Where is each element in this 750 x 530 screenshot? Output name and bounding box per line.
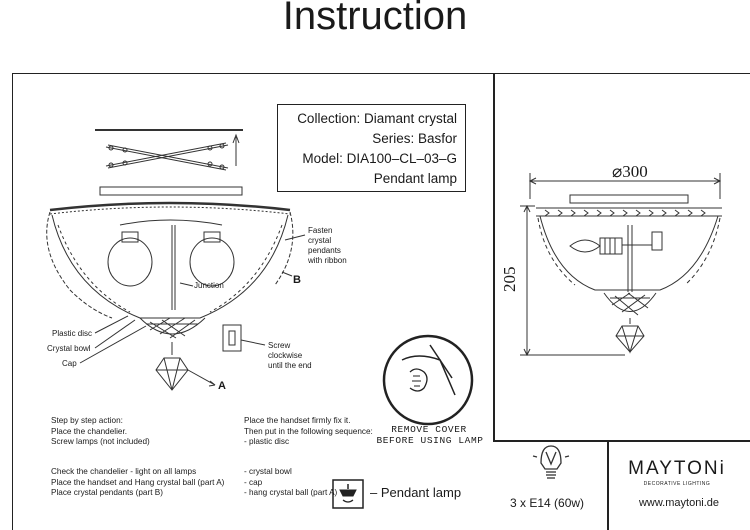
diameter-label: ⌀300 — [612, 162, 648, 181]
part-b-label: B — [293, 274, 301, 286]
height-label: 205 — [500, 266, 519, 293]
crystal-bowl-callout: Crystal bowl — [47, 344, 91, 353]
pendant-lamp-icon — [332, 479, 364, 509]
part-a-label: A — [218, 380, 226, 392]
product-info-box: Collection: Diamant crystal Series: Basf… — [277, 104, 466, 192]
document-frame — [12, 73, 750, 530]
page-title: Instruction — [282, 0, 468, 38]
divider-vertical — [493, 73, 495, 440]
cap-callout: Cap — [62, 359, 77, 368]
series-text: Series: Basfor — [372, 131, 457, 146]
plastic-disc-callout: Plastic disc — [52, 329, 93, 338]
divider-horizontal — [493, 440, 750, 442]
junction-callout: Junction — [194, 281, 224, 290]
type-text: Pendant lamp — [373, 171, 457, 186]
brand-tagline: DECORATIVE LIGHTING — [643, 481, 711, 487]
light-bulb-icon — [532, 445, 570, 479]
collection-text: Collection: Diamant crystal — [297, 111, 457, 126]
remove-cover-text-2: BEFORE USING LAMP — [376, 435, 484, 446]
bulb-spec: 3 x E14 (60w) — [510, 496, 585, 510]
steps-right: Place the handset firmly fix it.Then put… — [244, 416, 373, 497]
brand-url[interactable]: www.maytoni.de — [638, 497, 720, 509]
steps-left: Step by step action:Place the chandelier… — [51, 416, 225, 497]
divider-vertical-bottom — [607, 440, 609, 530]
remove-cover-text-1: REMOVE COVER — [391, 424, 467, 435]
brand-logo: MAYTONi — [628, 458, 726, 479]
legend-pendant-label: – Pendant lamp — [370, 485, 462, 500]
model-text: Model: DIA100–CL–03–G — [302, 151, 457, 166]
